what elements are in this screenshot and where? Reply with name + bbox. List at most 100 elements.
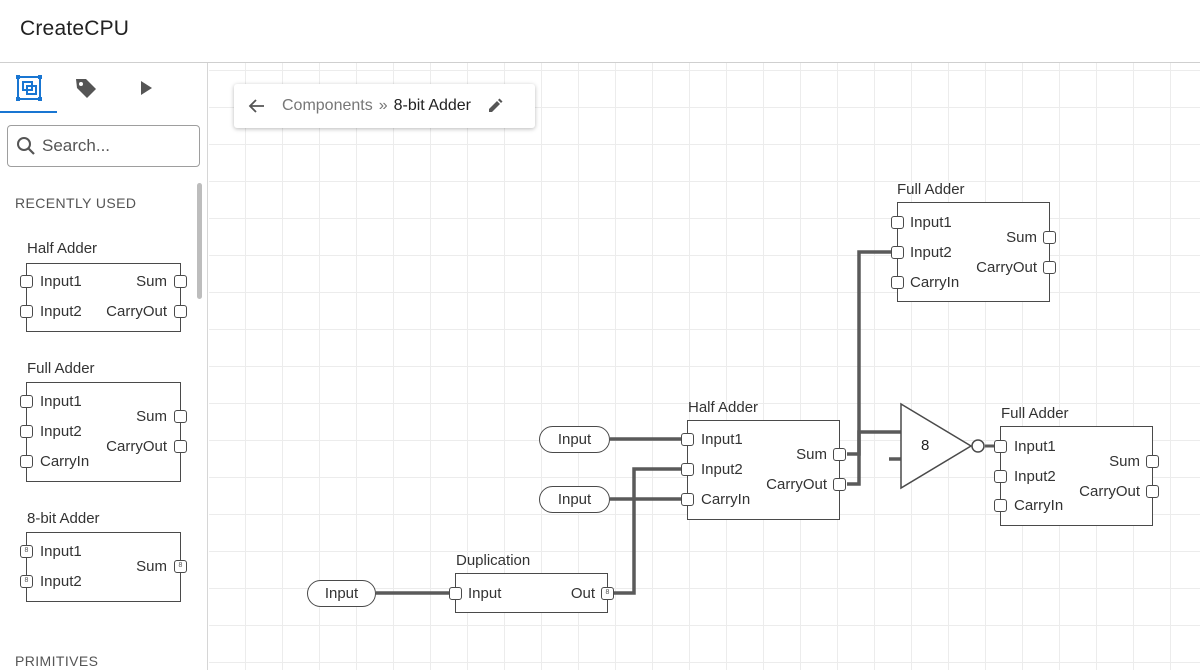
input-port[interactable]: [20, 425, 33, 438]
port-label: Input1: [1014, 438, 1056, 455]
recently-used-header: RECENTLY USED: [15, 195, 137, 211]
bus-output-port[interactable]: 8: [174, 560, 187, 573]
port-label: Input2: [40, 303, 82, 320]
port-label: Input1: [40, 393, 82, 410]
component-title: Full Adder: [897, 181, 965, 198]
port-label: Sum: [136, 558, 167, 575]
input-port[interactable]: [994, 440, 1007, 453]
top-bar: CreateCPU: [0, 0, 1200, 63]
component-title: Duplication: [456, 552, 531, 569]
port-label: Input2: [40, 423, 82, 440]
output-port[interactable]: [174, 305, 187, 318]
tab-components[interactable]: [0, 63, 57, 113]
port-label: Sum: [796, 446, 827, 463]
input-port[interactable]: [681, 433, 694, 446]
arrow-back-icon[interactable]: [248, 98, 266, 114]
bus-input-port[interactable]: 8: [20, 575, 33, 588]
breadcrumb-separator: »: [378, 97, 388, 114]
bus-output-port[interactable]: 8: [601, 587, 614, 600]
label-icon: [75, 79, 96, 98]
output-port[interactable]: [1146, 485, 1159, 498]
port-label: Input2: [1014, 468, 1056, 485]
input-port[interactable]: [891, 276, 904, 289]
circuit-canvas[interactable]: [209, 63, 1200, 670]
port-label: Input: [468, 585, 502, 602]
input-port[interactable]: [449, 587, 462, 600]
tab-run[interactable]: [117, 63, 174, 113]
component-box: [455, 573, 608, 613]
search-icon: [17, 137, 35, 155]
port-label: Sum: [1109, 453, 1140, 470]
input-port[interactable]: [994, 470, 1007, 483]
output-port[interactable]: [174, 440, 187, 453]
play-icon: [140, 81, 152, 95]
port-label: Out: [570, 585, 595, 602]
palette-item-title: Half Adder: [27, 240, 98, 257]
port-label: CarryIn: [910, 274, 960, 291]
output-port[interactable]: [174, 275, 187, 288]
port-label: CarryOut: [106, 438, 167, 455]
port-label: Sum: [136, 408, 167, 425]
input-port[interactable]: [994, 499, 1007, 512]
port-label: CarryOut: [766, 476, 827, 493]
port-label: CarryOut: [106, 303, 167, 320]
search-box[interactable]: [7, 125, 200, 167]
port-label: CarryIn: [701, 491, 751, 508]
output-port[interactable]: [833, 448, 846, 461]
input-port[interactable]: [681, 493, 694, 506]
sidebar-scrollbar[interactable]: [197, 183, 202, 299]
component-box: [26, 382, 181, 482]
primitives-header: PRIMITIVES: [15, 653, 99, 669]
component-title: Half Adder: [688, 399, 759, 416]
port-label: Input2: [701, 461, 743, 478]
pencil-icon[interactable]: [487, 98, 503, 114]
component-box: [687, 420, 840, 520]
input-port[interactable]: [20, 305, 33, 318]
port-label: CarryIn: [1014, 497, 1064, 514]
breadcrumb: Components » 8-bit Adder: [234, 84, 535, 128]
palette-item-title: 8-bit Adder: [27, 510, 100, 527]
port-label: Input2: [40, 573, 82, 590]
port-label: Input1: [910, 214, 952, 231]
active-tab-indicator: [0, 111, 57, 113]
tab-labels[interactable]: [57, 63, 114, 113]
buffer-width-label: 8: [921, 437, 930, 454]
port-label: CarryOut: [976, 259, 1037, 276]
input-port[interactable]: [20, 395, 33, 408]
port-label: Input1: [701, 431, 743, 448]
output-port[interactable]: [1043, 231, 1056, 244]
input-node[interactable]: Input: [539, 426, 610, 453]
port-label: Input1: [40, 543, 82, 560]
output-port[interactable]: [1043, 261, 1056, 274]
input-port[interactable]: [20, 455, 33, 468]
output-port[interactable]: [174, 410, 187, 423]
input-node[interactable]: Input: [307, 580, 376, 607]
input-port[interactable]: [891, 246, 904, 259]
bus-input-port[interactable]: 8: [20, 545, 33, 558]
component-title: Full Adder: [1001, 405, 1069, 422]
breadcrumb-current: 8-bit Adder: [393, 97, 472, 114]
palette-item-title: Full Adder: [27, 360, 95, 377]
input-port[interactable]: [681, 463, 694, 476]
port-label: Input1: [40, 273, 82, 290]
port-label: Sum: [136, 273, 167, 290]
breadcrumb-parent[interactable]: Components: [282, 97, 373, 114]
input-port[interactable]: [20, 275, 33, 288]
component-box: [1000, 426, 1153, 526]
port-label: Sum: [1006, 229, 1037, 246]
search-input[interactable]: [42, 136, 192, 156]
port-label: Input2: [910, 244, 952, 261]
input-port[interactable]: [891, 216, 904, 229]
input-node[interactable]: Input: [539, 486, 610, 513]
sidebar: RECENTLY USED Half Adder Input1 Input2 S…: [0, 63, 208, 670]
component-box: [26, 263, 181, 332]
components-icon: [15, 75, 42, 101]
port-label: CarryIn: [40, 453, 90, 470]
port-label: CarryOut: [1079, 483, 1140, 500]
component-box: [26, 532, 181, 602]
app-title: CreateCPU: [20, 17, 130, 40]
component-box: [897, 202, 1050, 302]
output-port[interactable]: [833, 478, 846, 491]
output-port[interactable]: [1146, 455, 1159, 468]
